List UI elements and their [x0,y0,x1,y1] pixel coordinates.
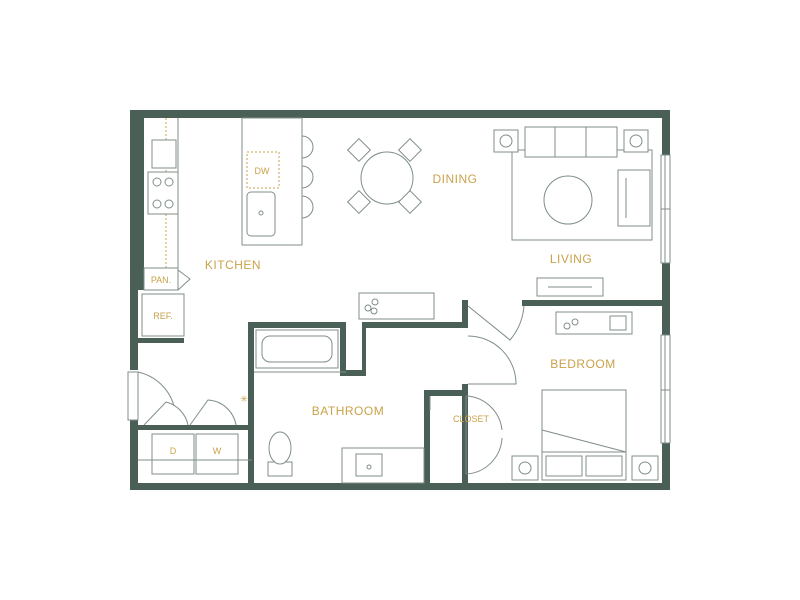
dining-table [360,151,414,205]
thermostat-icon: ✳ [240,394,248,404]
nightstand-right [631,455,659,481]
stool [301,135,314,159]
armchair [617,169,651,227]
island-sink [246,191,276,237]
stool [301,165,314,189]
nightstand-left [511,455,539,481]
stove [147,171,179,215]
tv-console [536,277,604,297]
entry-area: D W ✳ [127,371,252,475]
closet-area: CLOSET [429,395,503,475]
kitchen-label: KITCHEN [205,258,261,272]
living-label: LIVING [550,252,592,266]
stool [301,195,314,219]
closet-label: CLOSET [453,414,490,424]
coffee-table [543,175,593,225]
refrigerator-label: REF. [153,311,173,321]
kitchen-area: PAN. REF. DW KITCHEN [141,117,314,337]
washer: W [195,433,239,475]
interior-walls [138,300,670,487]
bedroom-label: BEDROOM [550,357,616,371]
toilet [267,431,293,477]
dryer: D [151,433,195,475]
dining-chair [346,189,372,215]
sofa [524,126,618,158]
pantry-label: PAN. [151,275,171,285]
entry-door [127,371,175,421]
dresser [555,311,633,335]
dining-area: DINING [346,137,478,215]
bathroom-area: BATHROOM [254,329,425,484]
bedroom-door [467,305,525,385]
hall-console [358,292,435,320]
dishwasher-label: DW [255,166,270,176]
pantry: PAN. [143,267,191,291]
windows [660,154,671,444]
dining-chair [397,137,423,163]
kitchen-wall-sink [151,139,177,169]
refrigerator: REF. [141,293,185,337]
washer-label: W [213,446,222,456]
living-area: LIVING [493,126,653,297]
bathroom-label: BATHROOM [312,404,384,418]
side-table-right [623,129,649,153]
bed [541,389,627,481]
bedroom-area: BEDROOM [467,305,659,481]
vanity [341,447,425,484]
dining-label: DINING [433,172,478,186]
kitchen-island: DW [241,117,314,246]
dining-chair [397,189,423,215]
laundry-doors [143,399,237,426]
dining-chair [346,137,372,163]
side-table-left [493,129,519,153]
dryer-label: D [170,446,177,456]
